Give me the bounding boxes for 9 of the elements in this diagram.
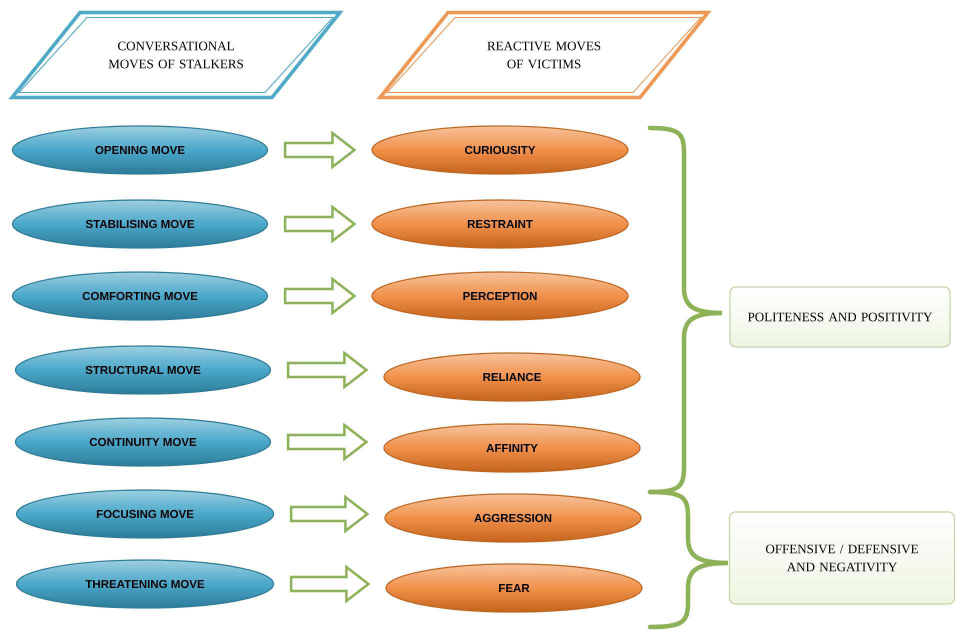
block-arrow (290, 494, 370, 534)
category-box: POLITENESS AND POSITIVITY (729, 286, 951, 348)
block-arrow (286, 350, 368, 390)
block-arrow (290, 564, 370, 604)
block-arrow (284, 204, 356, 244)
category-box: OFFENSIVE / DEFENSIVE AND NEGATIVITY (728, 511, 956, 605)
block-arrow (284, 130, 356, 170)
block-arrow (286, 422, 368, 462)
block-arrow (284, 276, 356, 316)
